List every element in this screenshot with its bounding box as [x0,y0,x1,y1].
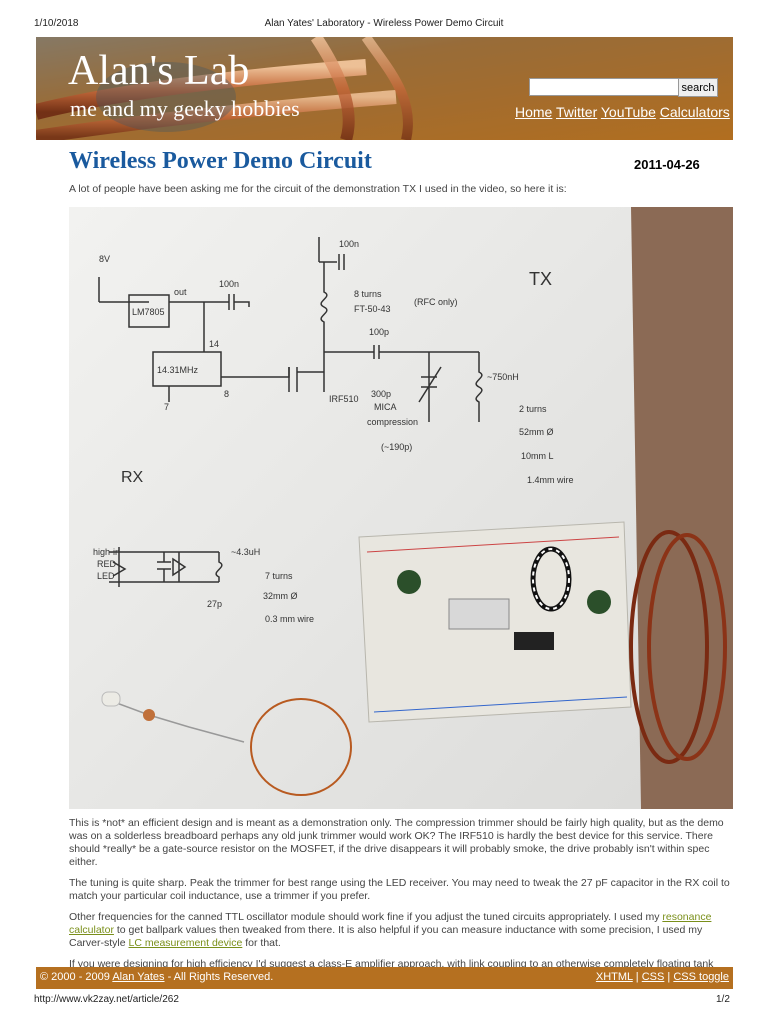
print-page-number: 1/2 [716,994,730,1005]
label-oscillator: 14.31MHz [157,365,199,375]
paragraph-3-text-b: to get ballpark values then tweaked from… [69,924,703,949]
schematic-drawing [98,237,483,587]
label-high-in: high-in [93,547,120,557]
label-8v: 8V [99,254,110,264]
paragraph-1: This is *not* an efficient design and is… [69,817,724,868]
article-date: 2011-04-26 [634,157,700,172]
label-compression: compression [367,417,418,427]
nav-twitter-link[interactable]: Twitter [556,104,598,120]
paragraph-3-text-c: for that. [242,937,281,949]
nav-youtube-link[interactable]: YouTube [600,104,656,120]
footer-separator: | [632,971,642,983]
label-7-turns: 7 turns [265,571,293,581]
circuit-photo-svg: 8V LM7805 out 100n 14.31MHz 14 7 8 100n … [69,207,733,809]
label-pin8: 8 [224,389,229,399]
label-300p: 300p [371,389,391,399]
nav-home-link[interactable]: Home [515,104,553,120]
tx-coil [629,530,727,764]
breadboard [358,521,632,723]
css-toggle-link[interactable]: CSS toggle [673,971,729,983]
site-footer: © 2000 - 2009 Alan Yates - All Rights Re… [36,967,733,989]
label-4-3uh: ~4.3uH [231,547,260,557]
nav-calculators-link[interactable]: Calculators [659,104,730,120]
site-tagline: me and my geeky hobbies [70,96,300,121]
label-32mm: 32mm Ø [263,591,298,601]
print-header: 1/10/2018 Alan Yates' Laboratory - Wirel… [0,16,768,32]
circuit-photo: 8V LM7805 out 100n 14.31MHz 14 7 8 100n … [69,207,733,809]
site-banner: Alan's Lab me and my geeky hobbies searc… [36,37,733,140]
css-link[interactable]: CSS [641,971,665,983]
label-red: RED [97,559,117,569]
paragraph-3-text-a: Other frequencies for the canned TTL osc… [69,911,663,923]
label-mica: MICA [374,402,397,412]
footer-copyright: © 2000 - 2009 Alan Yates - All Rights Re… [40,971,273,983]
article-intro: A lot of people have been asking me for … [69,183,567,195]
article-title: Wireless Power Demo Circuit [69,148,372,174]
schematic-labels: 8V LM7805 out 100n 14.31MHz 14 7 8 100n … [93,239,574,624]
footer-links: XHTML | CSS | CSS toggle [596,971,729,983]
label-52mm: 52mm Ø [519,427,554,437]
resonance-calculator-link[interactable]: resonance calculator [69,911,712,936]
label-wire-a: 1.4mm wire [527,475,574,485]
label-8-turns: 8 turns [354,289,382,299]
xhtml-link[interactable]: XHTML [595,971,633,983]
label-regulator: LM7805 [132,307,165,317]
top-nav: Home Twitter YouTube Calculators [515,104,730,120]
label-pin7: 7 [164,402,169,412]
label-100n-a: 100n [219,279,239,289]
label-10mm: 10mm L [521,451,554,461]
site-title: Alan's Lab [68,48,250,94]
label-pin14: 14 [209,339,219,349]
print-title: Alan Yates' Laboratory - Wireless Power … [264,18,504,29]
lc-measurement-link[interactable]: LC measurement device [128,937,243,949]
footer-separator: | [664,971,674,983]
copyright-prefix: © 2000 - 2009 [40,971,113,983]
search-input[interactable] [529,78,679,96]
label-100p: 100p [369,327,389,337]
print-date: 1/10/2018 [34,18,79,29]
label-wire-b: 0.3 mm wire [265,614,314,624]
label-100n-b: 100n [339,239,359,249]
rx-coil [101,691,352,796]
author-link[interactable]: Alan Yates [112,971,165,983]
label-2-turns: 2 turns [519,404,547,414]
label-led: LED [97,571,115,581]
label-core: FT-50-43 [354,304,391,314]
article-body: This is *not* an efficient design and is… [69,817,733,992]
copyright-suffix: - All Rights Reserved. [164,971,274,983]
label-out: out [174,287,187,297]
label-rfc: (RFC only) [414,297,458,307]
label-mosfet: IRF510 [329,394,359,404]
banner-photo [36,37,733,140]
paragraph-3: Other frequencies for the canned TTL osc… [69,911,733,950]
label-tx: TX [529,269,552,289]
label-rx: RX [121,469,144,486]
print-url: http://www.vk2zay.net/article/262 [34,994,179,1005]
label-750nh: ~750nH [487,372,519,382]
search-button[interactable]: search [678,78,718,97]
label-27p: 27p [207,599,222,609]
paragraph-2: The tuning is quite sharp. Peak the trim… [69,877,730,902]
label-190p: (~190p) [381,442,412,452]
